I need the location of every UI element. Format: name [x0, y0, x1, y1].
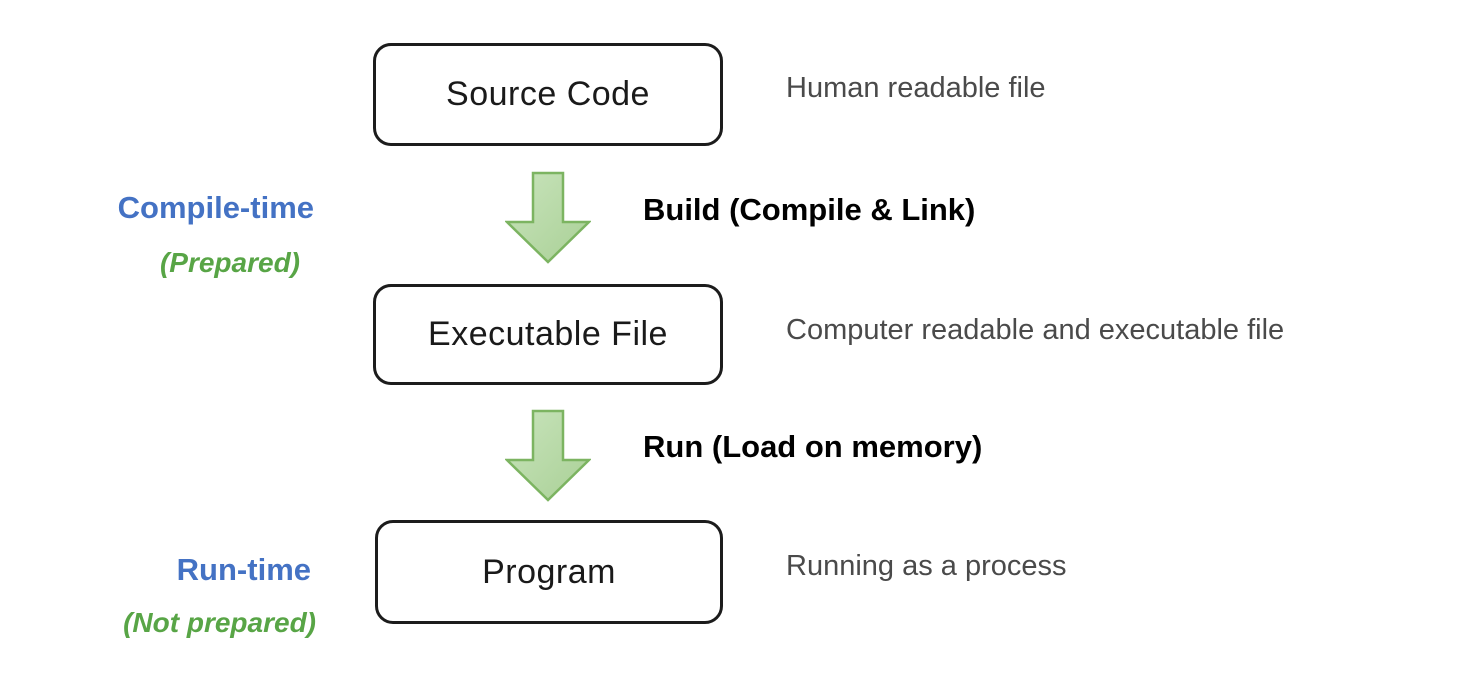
down-arrow-icon	[505, 409, 591, 502]
stage-box-source-code: Source Code	[373, 43, 723, 146]
phase-label-compile-time: Compile-time	[117, 190, 314, 225]
phase-note-not-prepared: (Not prepared)	[123, 607, 316, 638]
stage-label-source-code: Source Code	[446, 75, 650, 113]
phase-note-prepared: (Prepared)	[159, 247, 300, 278]
stage-box-executable-file: Executable File	[373, 284, 723, 385]
stage-label-program: Program	[482, 552, 616, 591]
stage-label-executable-file: Executable File	[428, 315, 668, 353]
description-program: Running as a process	[786, 550, 1067, 582]
down-arrow-icon	[505, 171, 591, 264]
transition-label-build: Build (Compile & Link)	[643, 192, 976, 227]
phase-label-run-time: Run-time	[176, 552, 311, 587]
description-source-code: Human readable file	[786, 72, 1046, 104]
transition-label-run: Run (Load on memory)	[643, 429, 983, 464]
description-executable-file: Computer readable and executable file	[786, 314, 1285, 346]
stage-box-program: Program	[375, 520, 723, 624]
